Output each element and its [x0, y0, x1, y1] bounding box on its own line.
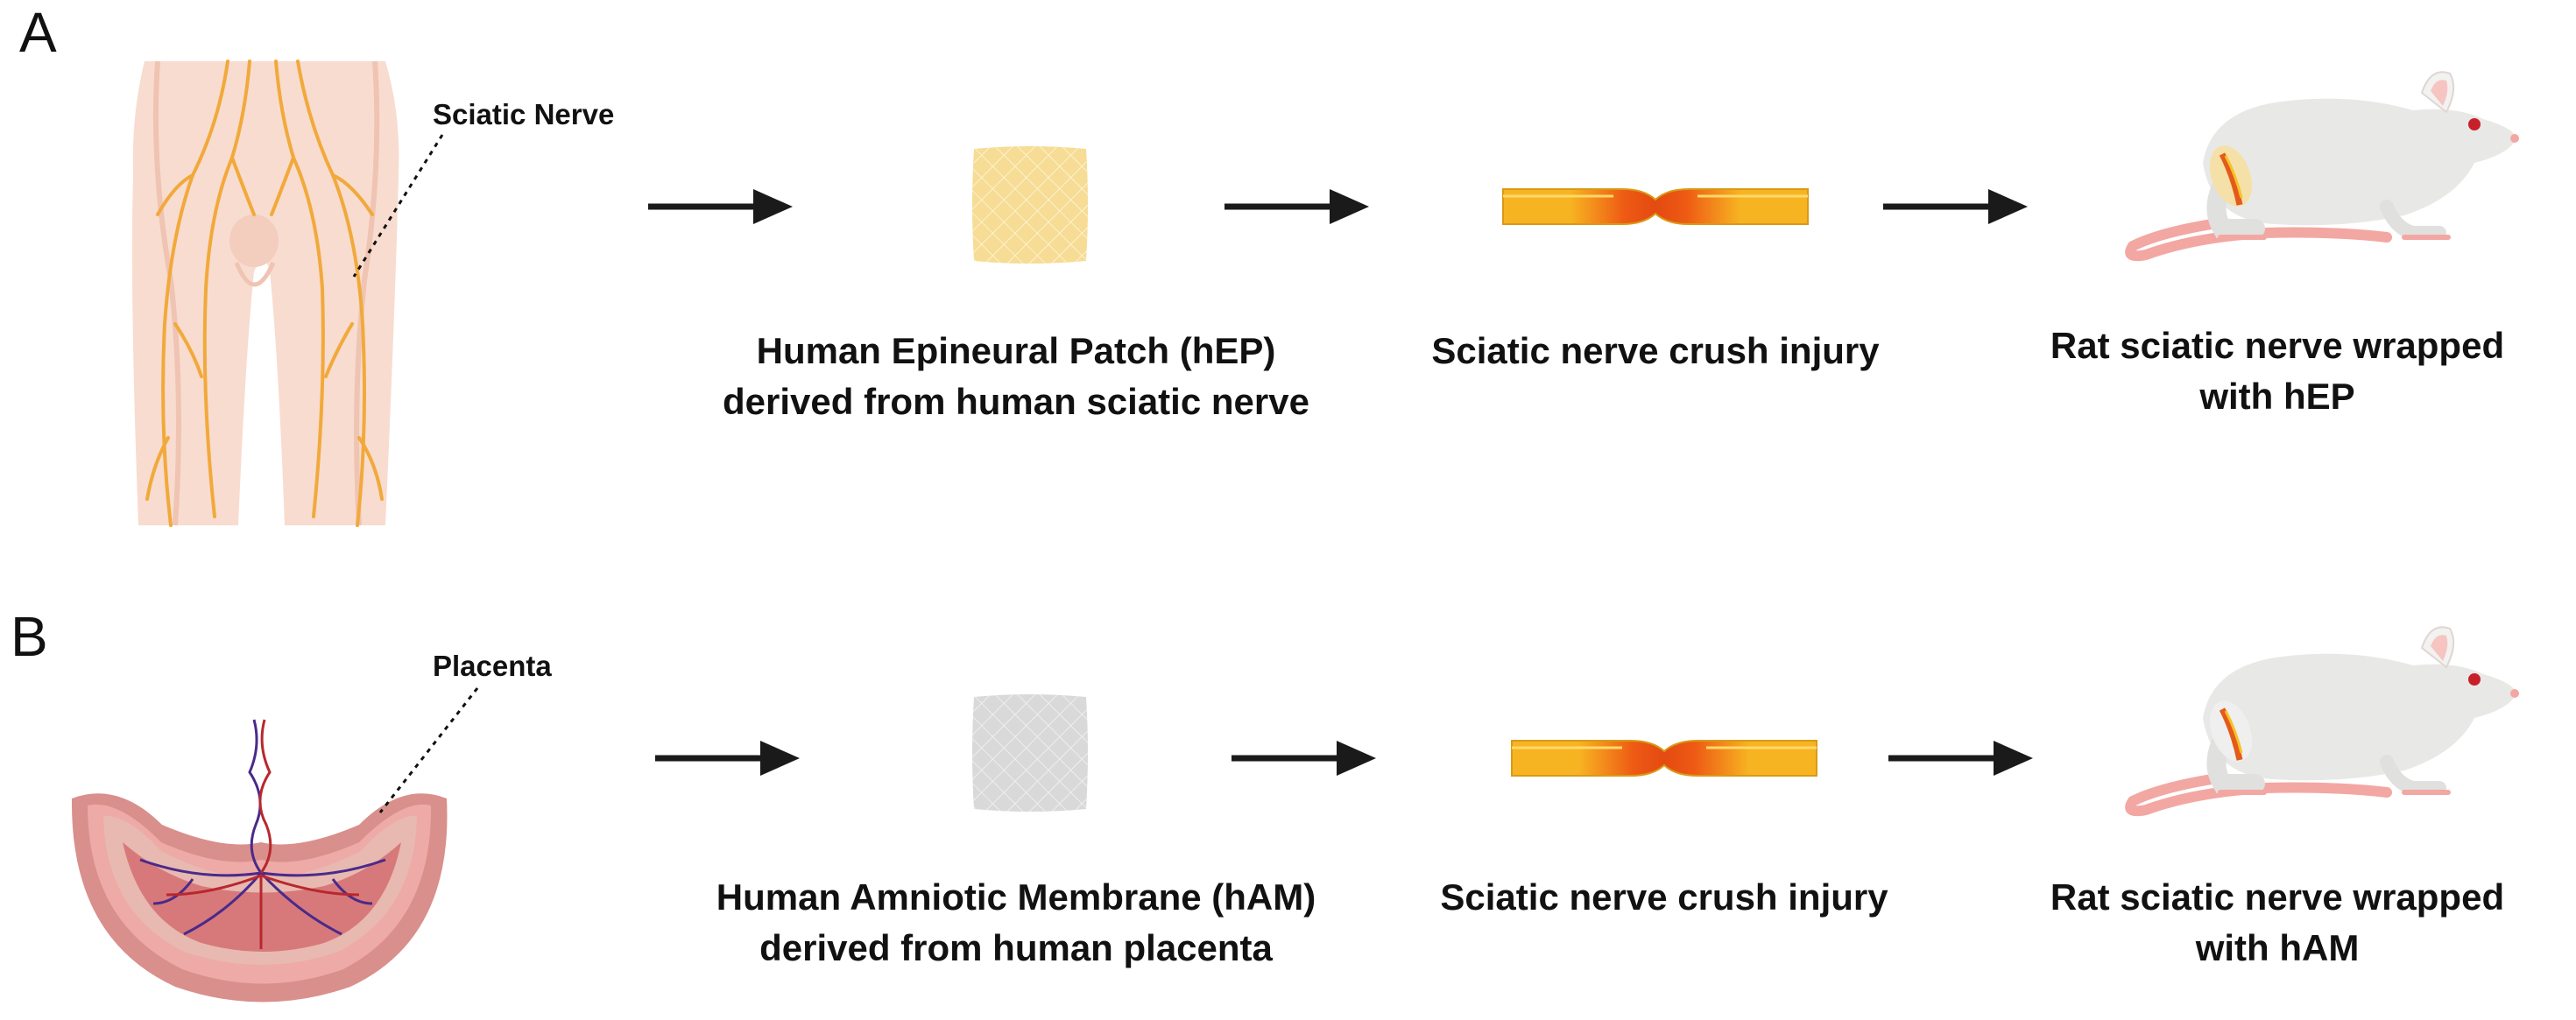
rat-icon	[2125, 71, 2519, 262]
crushed-nerve-icon	[1502, 188, 1809, 225]
mesh-patch-icon	[972, 694, 1088, 812]
arrow-right-icon	[1232, 741, 1376, 776]
panel-letter-a: A	[19, 1, 57, 64]
step1-caption: Human Epineural Patch (hEP) derived from…	[666, 326, 1366, 427]
panel-letter-b: B	[11, 605, 48, 668]
step1-line2: derived from human placenta	[759, 927, 1273, 968]
callout-line	[352, 134, 444, 278]
panel-a: A Sciatic Nerve	[19, 1, 2558, 527]
placenta-icon	[71, 719, 448, 1002]
step3-caption: Rat sciatic nerve wrapped with hEP	[1997, 320, 2558, 422]
step1-line1: Human Epineural Patch (hEP)	[756, 330, 1276, 371]
human-legs-sciatic-nerve-icon	[131, 60, 399, 527]
step3-line1: Rat sciatic nerve wrapped	[2050, 876, 2505, 918]
arrow-right-icon	[1888, 741, 2033, 776]
step3-line1: Rat sciatic nerve wrapped	[2050, 325, 2505, 366]
step2-caption: Sciatic nerve crush injury	[1431, 330, 1880, 371]
arrow-right-icon	[648, 189, 793, 224]
placenta-label: Placenta	[433, 650, 552, 682]
arrow-right-icon	[1883, 189, 2028, 224]
mesh-patch-icon	[972, 146, 1088, 264]
step1-line1: Human Amniotic Membrane (hAM)	[716, 876, 1316, 918]
arrow-right-icon	[655, 741, 800, 776]
arrow-right-icon	[1224, 189, 1369, 224]
step2-caption: Sciatic nerve crush injury	[1440, 876, 1888, 918]
step1-caption: Human Amniotic Membrane (hAM) derived fr…	[666, 872, 1366, 974]
callout-line	[378, 687, 479, 813]
panel-b: B Placenta	[0, 552, 2576, 1020]
step3-line2: with hAM	[2195, 927, 2360, 968]
step3-line2: with hEP	[2199, 376, 2355, 417]
sciatic-nerve-label: Sciatic Nerve	[433, 98, 615, 130]
step1-line2: derived from human sciatic nerve	[723, 381, 1309, 422]
step3-caption: Rat sciatic nerve wrapped with hAM	[1997, 872, 2558, 974]
crushed-nerve-icon	[1511, 740, 1817, 777]
rat-icon	[2125, 626, 2519, 817]
